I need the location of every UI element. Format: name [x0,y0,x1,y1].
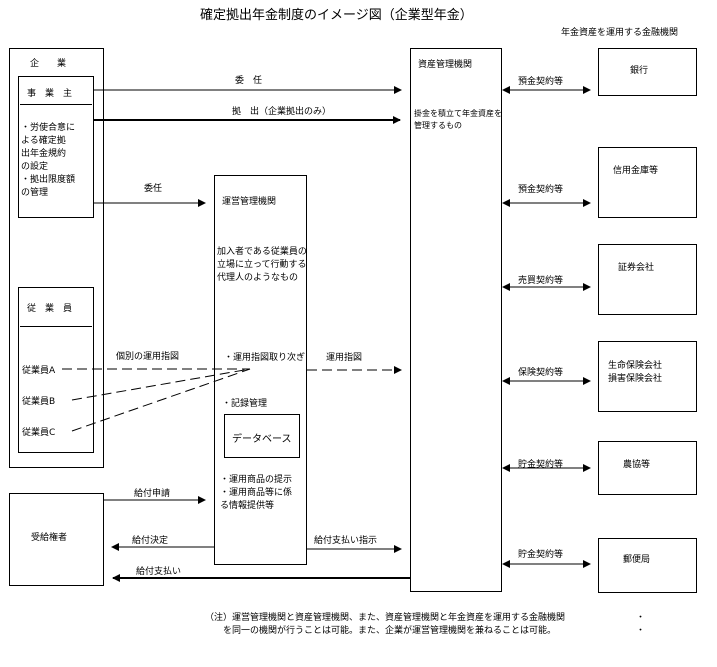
employees-divider [20,326,92,327]
instruction-relay-item: ・運用指図取り次ぎ [224,353,306,363]
dash-instruction-b [71,368,251,401]
record-keeper-label: 運営管理機関 [222,197,277,207]
flow-label-payment-instruction: 給付支払い指示 [314,536,378,546]
asset-manager-box [410,48,502,592]
asset-manager-desc: 掛金を積立て年金資産を 管理するもの [414,109,502,130]
asset-manager-label: 資産管理機関 [418,60,473,70]
employees-label: 従 業 員 [27,304,73,314]
institution-securities: 証券会社 [618,263,655,273]
flow-label-investment-instruction: 運用指図 [326,353,363,363]
institution-bank-box [598,48,697,96]
contract-label-postoffice: 貯金契約等 [518,550,564,560]
beneficiary-box [9,493,104,586]
dash-instruction-c [71,368,251,432]
employee-c: 従業員C [22,428,56,438]
footnote: （注）運営管理機関と資産管理機関、また、資産管理機関と年金資産を運用する金融機関… [205,613,566,636]
institution-insurance-box [598,341,697,412]
institution-ja: 農協等 [623,460,651,470]
institution-insurance: 生命保険会社 損害保険会社 [608,361,663,384]
contract-label-securities: 売買契約等 [518,276,564,286]
flow-label-entrust-asset: 委 任 [235,76,263,86]
employer-divider [20,104,92,105]
financial-institutions-caption: 年金資産を運用する金融機関 [561,28,679,38]
contract-label-insurance: 保険契約等 [518,368,564,378]
flow-label-benefit-decision: 給付決定 [132,536,169,546]
institution-shinkin-box [598,147,697,218]
flow-label-contribution: 拠 出（企業拠出のみ） [232,107,332,117]
flow-label-individual-instruction: 個別の運用指図 [116,352,180,362]
info-provision-items: ・運用商品の提示 ・運用商品等に係 る情報提供等 [220,475,293,511]
record-keeper-box [214,175,307,565]
database-label: データベース [232,434,292,445]
contract-label-bank: 預金契約等 [518,77,564,87]
employees-box [18,287,94,453]
institution-postoffice: 郵便局 [623,555,651,565]
employer-label: 事 業 主 [27,89,73,99]
beneficiary-label: 受給権者 [31,533,68,543]
employer-text: ・労使合意に よる確定拠 出年金規約 の設定 ・拠出限度額 の管理 [21,123,76,198]
flow-label-benefit-request: 給付申請 [134,489,171,499]
footnote-marks: ・ ・ [636,613,646,636]
flow-label-payment: 給付支払い [136,567,182,577]
institution-bank: 銀行 [630,66,649,76]
company-label: 企 業 [30,59,67,69]
employee-b: 従業員B [22,397,56,407]
employer-box [18,76,94,218]
contract-label-shinkin: 預金契約等 [518,185,564,195]
institution-ja-box [598,441,697,495]
record-management-item: ・記録管理 [222,399,268,409]
employee-a: 従業員A [22,366,56,376]
flow-label-entrust-rk: 委任 [144,184,163,194]
institution-postoffice-box [598,538,697,593]
database-box [224,414,300,458]
page-title: 確定拠出年金制度のイメージ図（企業型年金） [200,8,473,23]
record-keeper-desc: 加入者である従業員の 立場に立って行動する 代理人のようなもの [217,247,307,283]
institution-securities-box [598,244,697,315]
institution-shinkin: 信用金庫等 [613,166,659,176]
